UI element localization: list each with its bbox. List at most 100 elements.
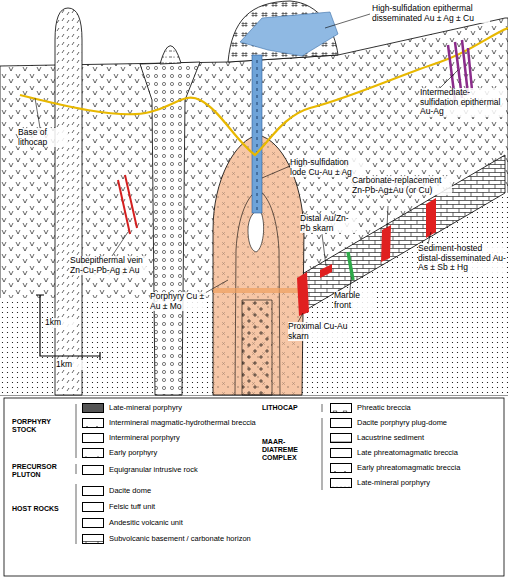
- callout-label: High-sulfidation lode Cu-Au ± Ag: [290, 158, 365, 177]
- callout-label: Carbonate-replacement Zn-Pb-Ag±Au (or Cu…: [352, 176, 452, 195]
- porphyry-stock-part: [242, 300, 272, 395]
- leader-lines-part: [387, 206, 388, 228]
- callout-label: High-sulfidation epithermal disseminated…: [372, 4, 490, 23]
- callout-label: Proximal Cu-Au skarn: [288, 322, 350, 341]
- legend-swatch: [82, 448, 104, 458]
- swatch-pattern: [331, 470, 351, 473]
- swatch-pattern: [331, 455, 351, 458]
- legend-swatch: [330, 463, 352, 473]
- legend-text: Lacustrine sediment: [357, 434, 507, 443]
- legend-swatch: [82, 433, 104, 443]
- swatch-fill: [331, 425, 351, 428]
- legend-text: Dacite dome: [109, 487, 259, 496]
- swatch-pattern: [331, 410, 351, 413]
- swatch-pattern: [331, 425, 351, 428]
- legend-swatch: [82, 465, 104, 475]
- callout-label: Sediment-hosted distal-disseminated Au-A…: [418, 244, 506, 273]
- swatch-pattern: [331, 440, 351, 443]
- legend-swatch: [330, 403, 352, 413]
- scale-bar-part: [36, 295, 100, 360]
- leader-lines-part: [298, 313, 303, 322]
- legend-text: Intermineral porphyry: [109, 434, 259, 443]
- scale-bar: [36, 295, 100, 360]
- skarn-bodies-part: [348, 252, 353, 280]
- legend-swatch: [82, 486, 104, 496]
- callout-label: 1km: [56, 360, 86, 370]
- swatch-pattern: [83, 493, 103, 496]
- leader-lines-part: [322, 234, 326, 266]
- group-label: PORPHYRY STOCK: [12, 418, 72, 434]
- legend-swatch: [82, 502, 104, 512]
- dacite-dome-part: [228, 1, 338, 62]
- legend-text: Late-mineral porphyry: [357, 479, 507, 488]
- swatch-fill: [83, 440, 103, 443]
- leader-lines-part: [262, 166, 290, 178]
- dacite-dome-part: [240, 12, 338, 56]
- lithocap-base: [20, 28, 508, 155]
- swatch-pattern: [83, 472, 103, 475]
- veins-part: [118, 175, 137, 234]
- swatch-pattern: [83, 455, 103, 458]
- diatreme: [55, 8, 200, 395]
- diatreme-part: [160, 46, 181, 64]
- swatch-fill: [83, 525, 103, 528]
- callout-label: Marble front: [334, 291, 374, 310]
- legend-text: Intermineral magmatic-hydrothermal brecc…: [109, 419, 259, 428]
- skarn-bodies-part: [381, 225, 391, 262]
- legend-text: Felsic tuff unit: [109, 503, 259, 512]
- swatch-pattern: [83, 440, 103, 443]
- legend-text: Dacite porphyry plug-dome: [357, 419, 507, 428]
- leader-lines-part: [350, 277, 351, 291]
- legend-frame-part: [76, 404, 322, 544]
- swatch-pattern: [331, 485, 351, 488]
- porphyry-stock-part: [248, 211, 264, 252]
- swatch-fill: [83, 472, 103, 475]
- diatreme-part: [55, 8, 82, 395]
- legend-swatch: [330, 448, 352, 458]
- swatch-fill: [331, 470, 351, 473]
- leader-lines-part: [112, 232, 128, 256]
- swatch-fill: [83, 425, 103, 428]
- legend-text: Early porphyry: [109, 449, 259, 458]
- callout-label: Subepithermal vein Zn-Cu-Pb-Ag ± Au: [70, 256, 146, 275]
- legend-text: Late phreatomagmatic breccia: [357, 449, 507, 458]
- diatreme-part: [160, 46, 181, 64]
- legend-text: Equigranular intrusive rock: [109, 466, 259, 475]
- legend-swatch: [330, 433, 352, 443]
- skarn-bodies-part: [297, 272, 309, 316]
- legend-text: Subvolcanic basement / carbonate horizon: [109, 535, 259, 544]
- callout-label: Intermediate-sulfidation epithermal Au-A…: [420, 88, 506, 117]
- swatch-pattern: [83, 509, 103, 512]
- swatch-fill: [331, 440, 351, 443]
- legend-text: Early phreatomagmatic breccia: [357, 464, 507, 473]
- swatch-pattern: [83, 425, 103, 428]
- skarn-bodies: [297, 198, 436, 316]
- swatch-fill: [331, 410, 351, 413]
- legend-swatch: [82, 534, 104, 544]
- leader-lines: [35, 14, 458, 322]
- diatreme-part: [55, 8, 82, 395]
- swatch-pattern: [83, 525, 103, 528]
- callout-label: Porphyry Cu ± Au ± Mo: [150, 292, 206, 311]
- group-label: MAAR-DIATREME COMPLEX: [262, 438, 320, 462]
- legend-text: Andesitic volcanic unit: [109, 519, 259, 528]
- swatch-fill: [331, 485, 351, 488]
- scale-bar-part: [40, 295, 100, 356]
- swatch-fill: [83, 541, 103, 544]
- group-label: PRECURSOR PLUTON: [12, 463, 72, 479]
- legend-text: Late-mineral porphyry: [109, 404, 259, 413]
- swatch-fill: [83, 493, 103, 496]
- lode-part: [257, 60, 258, 210]
- legend-swatch: [330, 478, 352, 488]
- leader-lines-part: [35, 98, 40, 128]
- callout-label: Base of lithocap: [18, 128, 68, 147]
- callout-label: Distal Au/Zn-Pb skarn: [300, 214, 356, 233]
- callout-label: 1km: [45, 318, 75, 328]
- group-label: LITHOCAP: [262, 404, 320, 412]
- swatch-fill: [83, 509, 103, 512]
- group-label: HOST ROCKS: [12, 505, 72, 513]
- porphyry-stock-part: [213, 288, 303, 293]
- skarn-bodies-part: [320, 264, 332, 278]
- dacite-dome-part: [228, 1, 338, 62]
